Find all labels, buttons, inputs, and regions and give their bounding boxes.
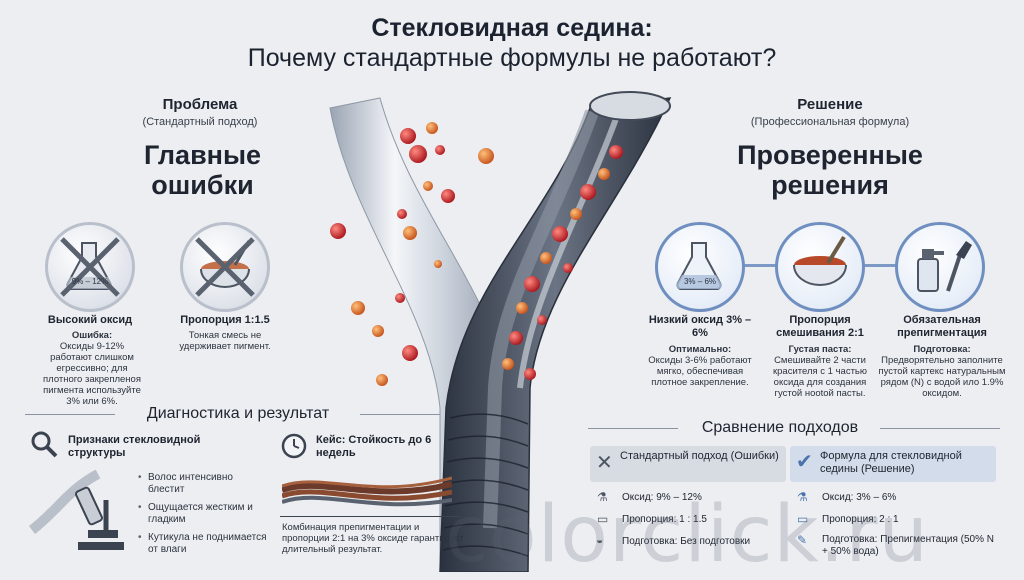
low-oxide-desc: Оптимально:Оксиды 3-6% работают мягко, о… (648, 344, 752, 388)
solution-heading: Решение (797, 96, 863, 113)
flask-icon: ⚗ (597, 490, 608, 504)
spray-brush-icon (895, 222, 985, 312)
bowl-icon: ◒ (596, 533, 604, 547)
microscope-icon (28, 470, 124, 550)
flask-icon-blue: ⚗ (797, 490, 808, 504)
high-oxide-icon-text: 9% – 12% (71, 277, 109, 286)
mixing-proportion-desc: Густая паста:Смешивайте 2 части красител… (772, 344, 868, 399)
high-oxide-icon: 9% – 12% (45, 222, 135, 312)
sign-1: Волос интенсивно блестит (138, 472, 268, 496)
solution-big-title: Проверенные решения (737, 140, 923, 200)
high-oxide-label: Высокий оксид (47, 314, 133, 326)
problem-big-title: Главные ошибки (143, 140, 262, 200)
low-oxide-label: Низкий оксид 3% – 6% (648, 314, 752, 339)
comparison-divider-right (880, 428, 1000, 429)
watermark: colorclick.ru (445, 490, 929, 580)
prepigmentation-desc: Подготовка:Предворятельно заполните пуст… (878, 344, 1006, 399)
pigment-particles (330, 122, 623, 386)
comparison-divider-left (588, 428, 678, 429)
solution-approach-label: Формула для стекловидной седины (Решение… (820, 450, 962, 475)
healthy-hair-strand (282, 476, 452, 507)
low-oxide-icon: 3% – 6% (655, 222, 745, 312)
low-oxide-icon-text: 3% – 6% (683, 277, 717, 286)
mixing-bowl-icon (775, 222, 865, 312)
diagnostics-divider-right (360, 414, 440, 415)
page-title: Стекловидная седина: (371, 14, 653, 42)
hair-strand-illustration (329, 91, 672, 572)
wrong-proportion-icon (180, 222, 270, 312)
magnifier-icon (31, 431, 58, 458)
solution-row-oxide: Оксид: 3% – 6% (822, 492, 897, 503)
check-icon: ✔ (796, 451, 813, 473)
brush-icon: ✎ (797, 533, 808, 547)
signs-title: Признаки стекловидной структуры (68, 434, 201, 459)
beaker-icon-blue: ▭ (797, 512, 809, 526)
beaker-icon: ▭ (597, 512, 609, 526)
problem-heading: Проблема (162, 96, 238, 113)
solution-row-prep: Подготовка: Препигментация (50% N + 50% … (822, 534, 994, 557)
cross-icon: ✕ (596, 452, 613, 474)
sign-2: Ощущается жестким и гладким (138, 502, 268, 526)
page-subtitle: Почему стандартные формулы не работают? (247, 44, 777, 72)
standard-row-proportion: Пропорция: 1 : 1.5 (622, 514, 707, 525)
high-oxide-desc: Ошибка:Оксиды 9-12% работают слишком егр… (43, 330, 141, 407)
standard-row-oxide: Оксид: 9% – 12% (622, 492, 702, 503)
solution-row-proportion: Пропорция: 2 : 1 (822, 514, 899, 525)
standard-approach-header: ✕ Стандартный подход (Ошибки) (590, 446, 786, 482)
wrong-proportion-label: Пропорция 1:1.5 (180, 314, 270, 326)
diagnostics-title: Диагностика и результат (146, 405, 330, 422)
mixing-proportion-label: Пропорция смешивания 2:1 (776, 314, 864, 339)
solution-approach-header: ✔ Формула для стекловидной седины (Решен… (790, 446, 996, 482)
comparison-title: Сравнение подходов (701, 419, 859, 436)
case-title: Кейс: Стойкость до 6 недель (316, 434, 432, 459)
problem-subheading: (Стандартный подход) (142, 116, 258, 128)
clock-icon (281, 433, 307, 459)
sign-3: Кутикула не поднимается от влаги (138, 532, 268, 556)
prepigmentation-label: Обязательная препигментация (897, 314, 987, 339)
case-text: Комбинация препигментации и пропорции 2:… (282, 522, 464, 555)
solution-subheading: (Профессиональная формула) (750, 116, 910, 128)
standard-approach-label: Стандартный подход (Ошибки) (620, 450, 779, 462)
wrong-proportion-desc: Тонкая смесь не удерживает пигмент. (179, 330, 271, 352)
case-divider (280, 516, 460, 517)
standard-row-prep: Подготовка: Без подготовки (622, 536, 751, 547)
diagnostics-divider-left (25, 414, 115, 415)
